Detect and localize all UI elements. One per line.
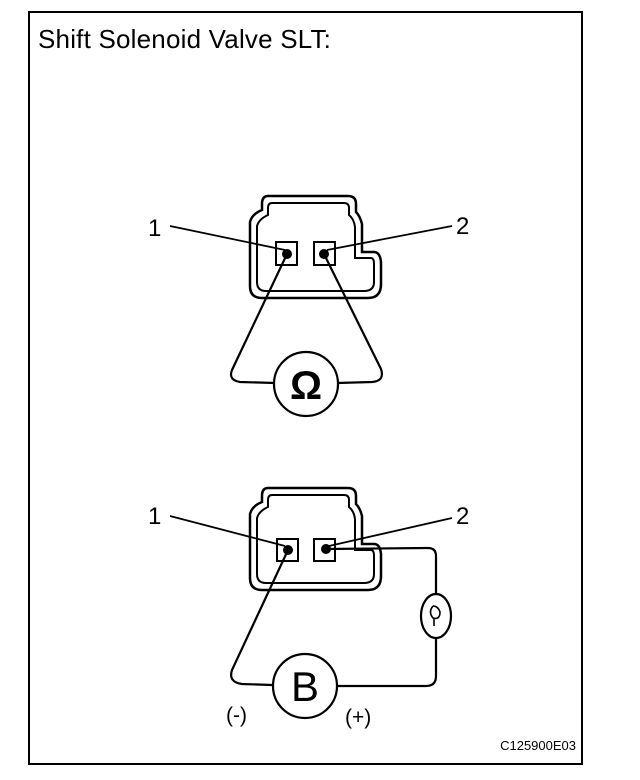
figure-title: Shift Solenoid Valve SLT: <box>38 24 332 54</box>
negative-terminal-label: (-) <box>226 704 247 727</box>
bottom-leader-1 <box>169 515 286 547</box>
bottom-connector-housing-inner <box>256 494 375 584</box>
bottom-lead-positive <box>325 546 438 688</box>
top-leader-2 <box>326 225 453 251</box>
test-lamp-filament <box>429 605 441 626</box>
top-lead-left <box>229 253 288 385</box>
top-connector-diagram: 1 2 Ω <box>148 194 469 418</box>
battery-icon <box>271 652 339 720</box>
bottom-lead-negative <box>230 549 289 687</box>
bottom-connector-diagram: 1 2 B (-) (+) <box>148 486 469 729</box>
bottom-leader-2 <box>328 517 453 547</box>
top-connector-housing-inner <box>256 202 375 292</box>
top-terminal-1-label: 1 <box>148 215 161 242</box>
top-lead-right <box>323 253 384 385</box>
positive-terminal-label: (+) <box>345 706 371 729</box>
battery-symbol: B <box>291 663 319 710</box>
test-lamp-icon <box>419 592 453 640</box>
top-leader-1 <box>169 225 286 251</box>
top-connector-housing <box>248 194 383 300</box>
top-terminal-2-label: 2 <box>456 213 469 240</box>
bottom-terminal-1-label: 1 <box>148 503 161 530</box>
figure-code: C125900E03 <box>500 738 576 753</box>
ohmmeter-icon <box>272 350 340 418</box>
ohm-symbol: Ω <box>290 364 322 408</box>
bottom-terminal-2-label: 2 <box>456 503 469 530</box>
bottom-connector-housing <box>248 486 383 592</box>
